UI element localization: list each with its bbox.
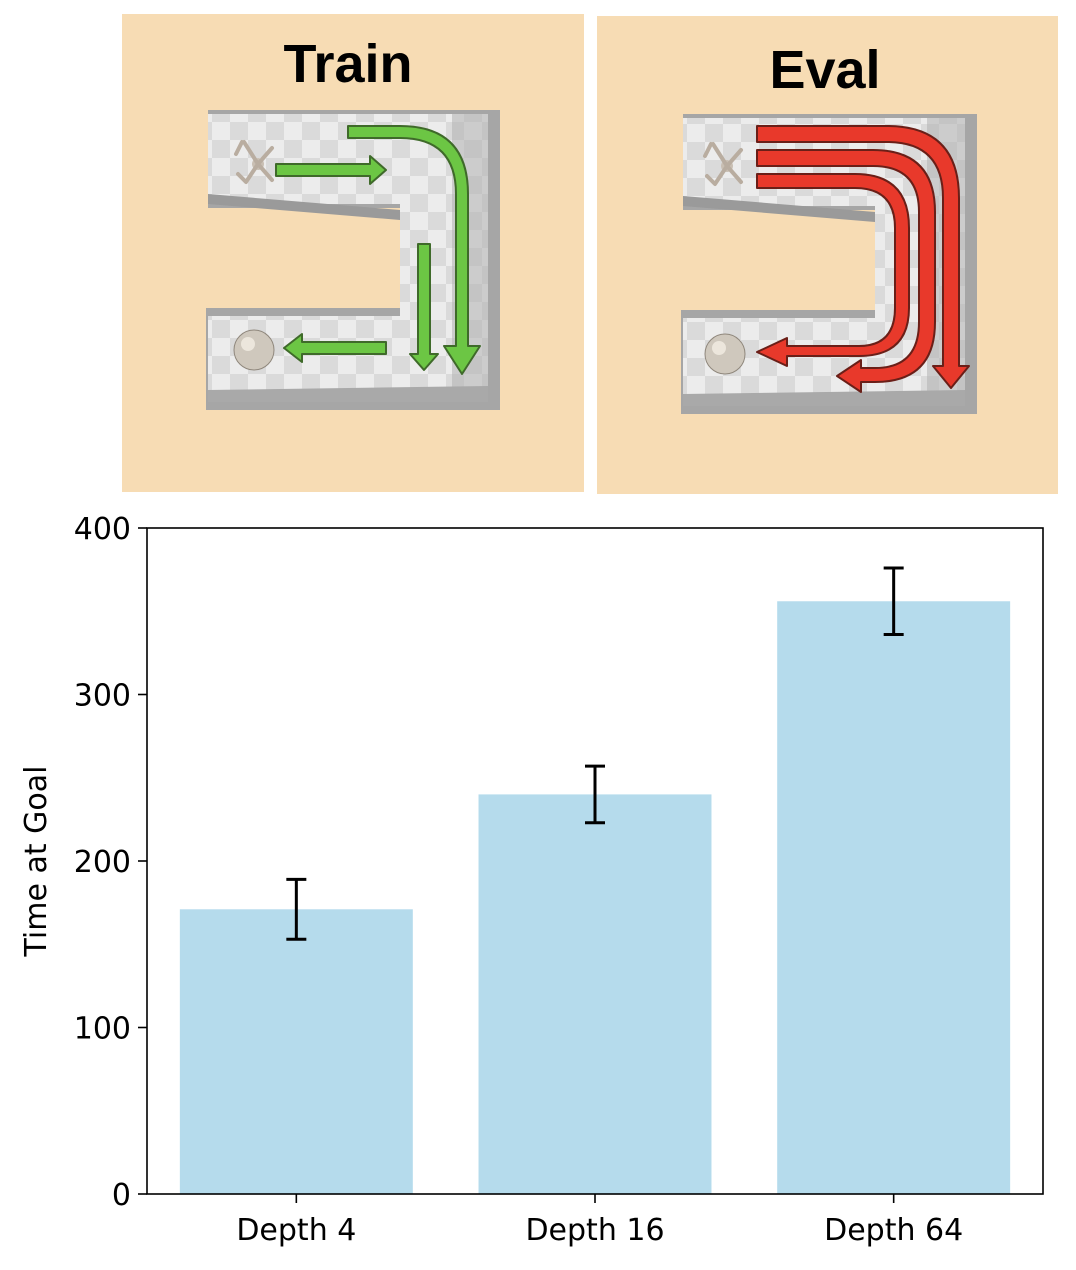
- train-panel: Train: [122, 14, 584, 492]
- x-tick-label: Depth 4: [236, 1213, 356, 1248]
- chart-canvas: 0 100 200 300 400 Depth 4 Depth 16 Depth 64 Ti…: [19, 512, 1044, 1248]
- y-tick-label: 0: [112, 1178, 131, 1213]
- y-tick-label: 300: [74, 679, 131, 714]
- error-bar: [585, 764, 605, 825]
- y-tick-label: 400: [74, 512, 131, 547]
- arrow-right-icon: [275, 155, 387, 185]
- y-tick-label: 100: [74, 1012, 131, 1047]
- error-bar: [883, 566, 904, 637]
- ant-agent-icon: [234, 140, 274, 184]
- y-tick-label: 200: [74, 845, 131, 880]
- panel-background: [597, 16, 1058, 494]
- x-tick-label: Depth 64: [824, 1213, 963, 1248]
- train-arrows: [275, 125, 481, 375]
- arrow-curve-inner-icon: [756, 173, 910, 367]
- arrow-curve-outer-icon: [756, 125, 970, 389]
- goal-ball-icon: [704, 333, 746, 375]
- bar: [777, 601, 1011, 1194]
- panel-title: Train: [283, 34, 412, 94]
- bar-chart: 0 100 200 300 400 Depth 4 Depth 16 Depth 64 Ti…: [0, 500, 1076, 1266]
- panel-title: Eval: [769, 40, 880, 100]
- panel-background: [122, 14, 584, 492]
- eval-arrows: [756, 125, 970, 393]
- goal-ball-icon: [233, 329, 275, 371]
- x-axis: Depth 4 Depth 16 Depth 64: [236, 1194, 963, 1248]
- bars-layer: [179, 601, 1011, 1194]
- arrow-curve-down-icon: [347, 125, 481, 375]
- arrow-left-icon: [283, 333, 387, 363]
- bar: [478, 794, 712, 1194]
- arrow-curve-middle-icon: [756, 149, 936, 393]
- bar: [179, 909, 413, 1194]
- eval-panel: Eval: [597, 16, 1058, 494]
- y-axis: 0 100 200 300 400: [74, 512, 147, 1213]
- error-bars-layer: [286, 566, 904, 941]
- ant-agent-icon: [703, 142, 743, 186]
- arrow-down-icon: [409, 243, 439, 371]
- x-tick-label: Depth 16: [525, 1213, 664, 1248]
- error-bar: [286, 877, 307, 941]
- y-axis-label: Time at Goal: [19, 766, 54, 958]
